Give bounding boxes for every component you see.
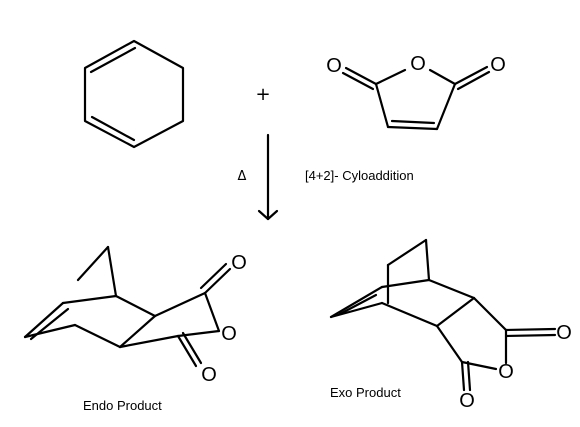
carbonyl-oxygen-left: O: [326, 55, 342, 77]
exo-product-label: Exo Product: [330, 385, 401, 400]
exo-ring-oxygen: O: [498, 361, 514, 383]
reaction-type-label: [4+2]- Cyloaddition: [305, 168, 414, 183]
exo-product-structure: O O O: [329, 238, 572, 412]
endo-carbonyl-oxygen-bottom: O: [201, 364, 217, 386]
maleic-anhydride-structure: O O O: [326, 53, 506, 131]
endo-carbonyl-oxygen-top: O: [231, 252, 247, 274]
carbonyl-oxygen-right: O: [490, 54, 506, 76]
anhydride-ring-oxygen: O: [410, 53, 426, 75]
endo-ring-oxygen: O: [221, 323, 237, 345]
plus-sign: +: [255, 84, 270, 105]
exo-carbonyl-oxygen-right: O: [556, 322, 572, 344]
endo-product-structure: O O O: [23, 245, 247, 386]
heat-symbol: Δ: [238, 169, 247, 184]
cyclohexene-structure: [83, 39, 185, 149]
exo-carbonyl-oxygen-bottom: O: [459, 390, 475, 412]
endo-product-label: Endo Product: [83, 398, 162, 413]
reaction-arrow: [257, 133, 279, 221]
